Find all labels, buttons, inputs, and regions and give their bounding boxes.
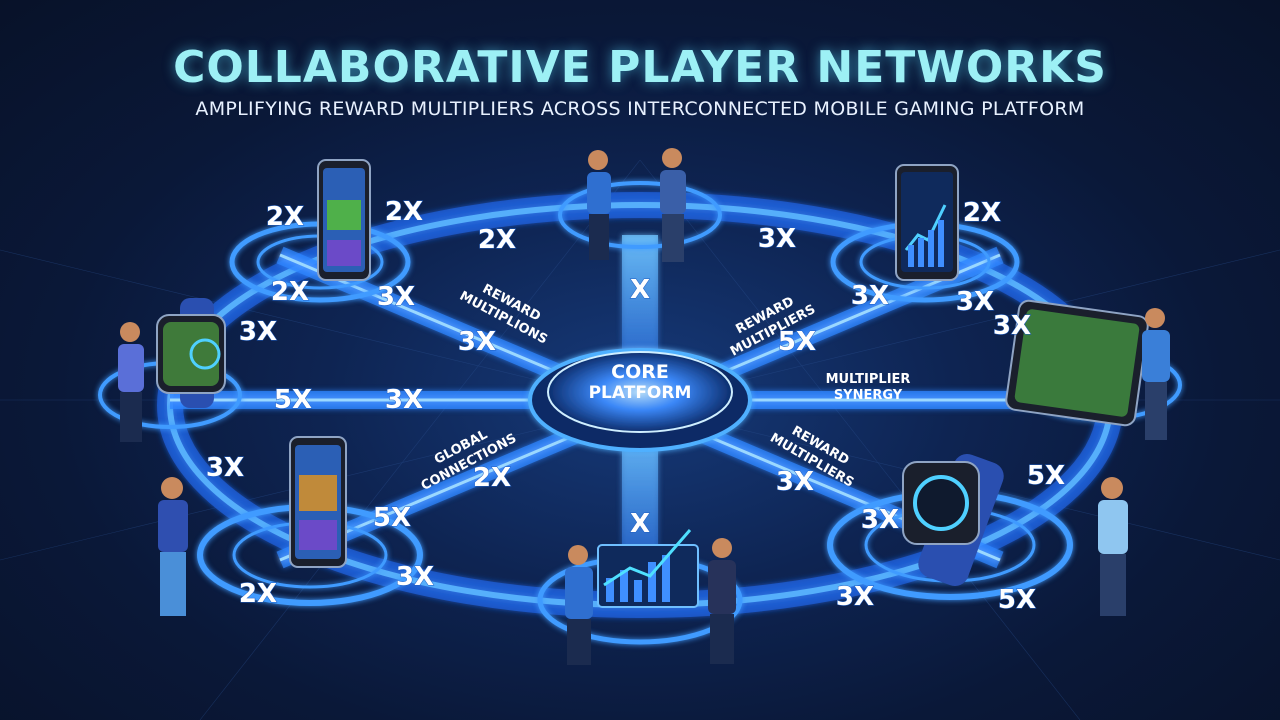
mult-bottom-spoke-x: X xyxy=(630,509,650,539)
players-bottom-center xyxy=(565,538,736,665)
mult-bottom-right-3x-b: 3X xyxy=(836,582,874,612)
mult-phone-tl-right: 2X xyxy=(385,197,423,227)
tablet-top-right xyxy=(895,164,959,281)
phone-top-left xyxy=(317,159,371,281)
mult-right-lower-5x: 5X xyxy=(1027,461,1065,491)
mult-left-lower-3x: 3X xyxy=(206,453,244,483)
multiplier-badges: 2X 2X 2X 3X 2X 2X 3X 3X 3X 3X 3X 3X 5X 5… xyxy=(205,197,1065,616)
player-left xyxy=(118,322,144,442)
mult-phone-tl-left: 2X xyxy=(266,202,304,232)
mult-ring-top-right: 3X xyxy=(758,224,796,254)
player-right xyxy=(1142,308,1170,440)
tablet-right xyxy=(1005,299,1149,427)
svg-text:MULTIPLIER: MULTIPLIER xyxy=(826,372,911,387)
player-bottom-right xyxy=(1098,477,1128,616)
mult-ring-top-left: 2X xyxy=(478,225,516,255)
mult-left-spoke-3x: 3X xyxy=(385,385,423,415)
player-bottom-left xyxy=(158,477,188,616)
diagram-subtitle: AMPLIFYING REWARD MULTIPLIERS ACROSS INT… xyxy=(195,98,1085,120)
core-line1: CORE xyxy=(611,361,669,383)
smartwatch-left xyxy=(156,298,226,408)
core-platform: CORE PLATFORM xyxy=(528,348,752,452)
label-multiplier-synergy: MULTIPLIER SYNERGY xyxy=(826,372,911,403)
core-line2: PLATFORM xyxy=(589,383,692,403)
mult-bottom-left-2x: 2X xyxy=(239,579,277,609)
mult-bottom-right-3x-a: 3X xyxy=(861,505,899,535)
mult-right-node-3x-a: 3X xyxy=(851,281,889,311)
mult-tablet-tr: 2X xyxy=(963,198,1001,228)
phone-bottom-left xyxy=(289,436,347,568)
smartwatch-bottom-right xyxy=(902,453,1004,587)
players-high-five-top xyxy=(587,148,686,262)
mult-left-arc-upper: 2X xyxy=(271,277,309,307)
mult-spoke-right-5x: 5X xyxy=(778,327,816,357)
growth-chart-screen xyxy=(597,529,699,608)
mult-node-tl-3x: 3X xyxy=(377,282,415,312)
mult-top-spoke-x: X xyxy=(630,275,650,305)
diagram-title: COLLABORATIVE PLAYER NETWORKS xyxy=(173,42,1107,93)
mult-left-spoke-5x: 5X xyxy=(274,385,312,415)
mult-right-node-3x-b: 3X xyxy=(956,287,994,317)
mult-left-arc-3x: 3X xyxy=(239,317,277,347)
mult-bottom-right-5x: 5X xyxy=(998,585,1036,615)
node-ring-top-center xyxy=(558,181,722,249)
mult-spoke-bl-5x: 5X xyxy=(373,503,411,533)
mult-right-edge-3x: 3X xyxy=(993,311,1031,341)
svg-text:SYNERGY: SYNERGY xyxy=(834,388,903,403)
mult-spoke-bl-2x: 2X xyxy=(473,463,511,493)
mult-spoke-br-3x: 3X xyxy=(776,467,814,497)
mult-bottom-ring-3x: 3X xyxy=(396,562,434,592)
mult-spoke-multiplions: 3X xyxy=(458,327,496,357)
